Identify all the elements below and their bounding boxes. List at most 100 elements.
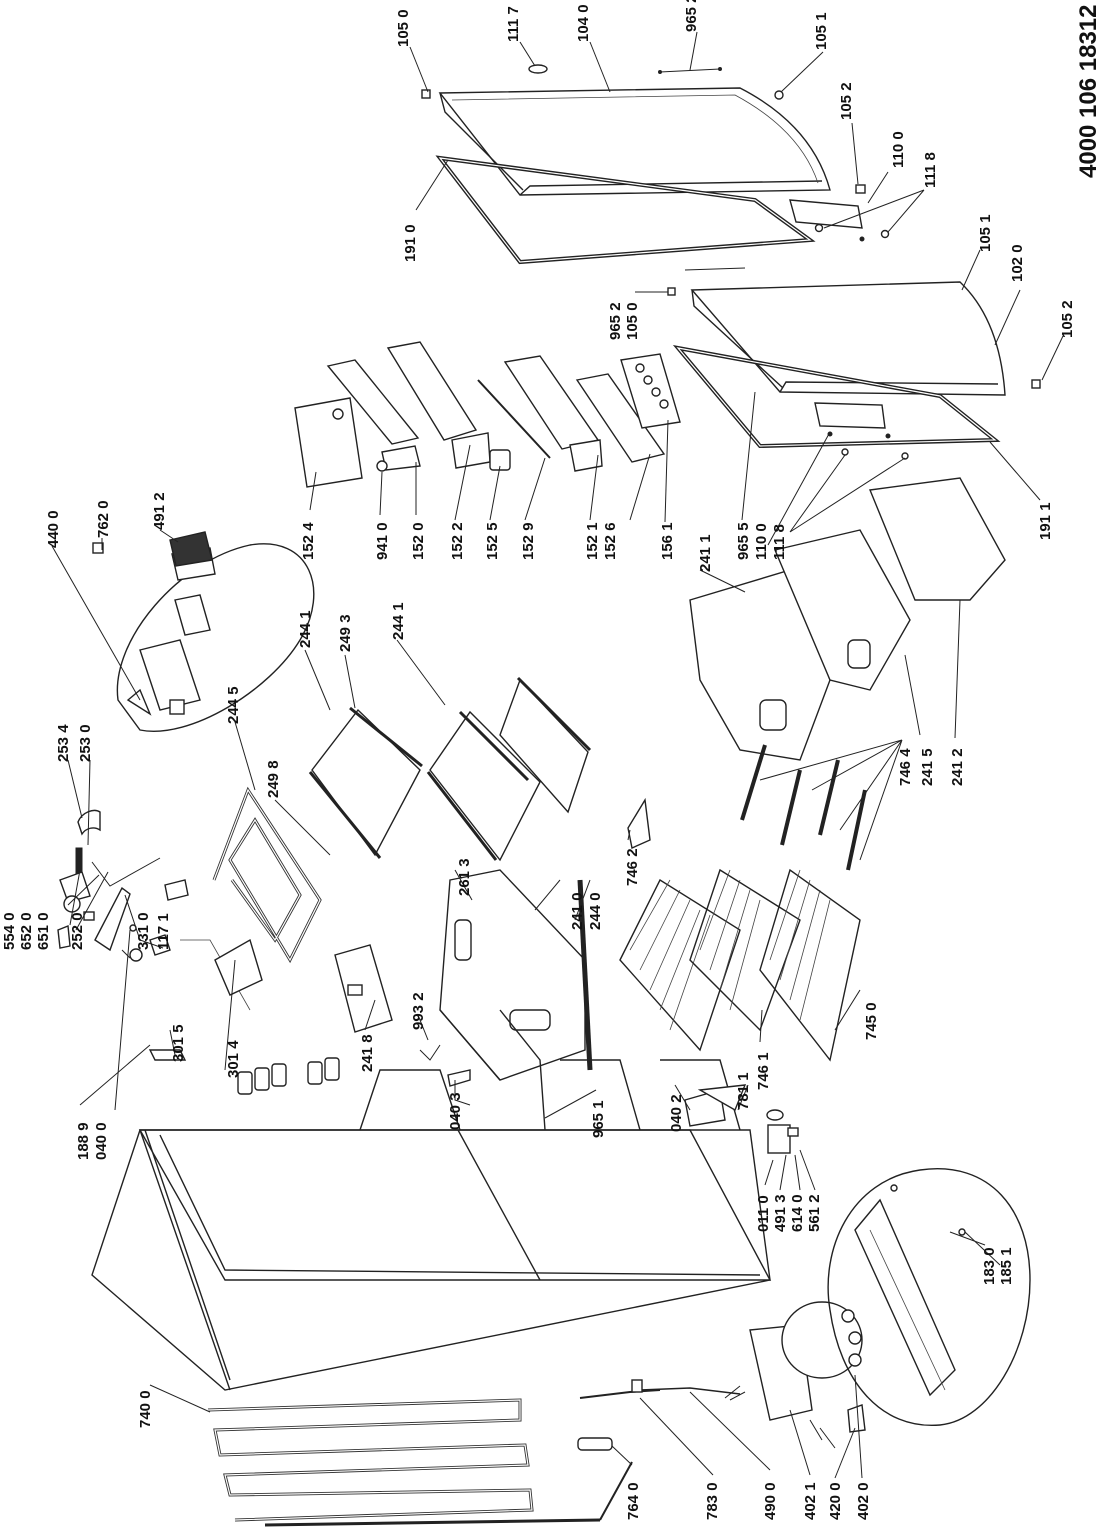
rear-cover-group	[827, 1168, 1031, 1426]
part-label: 241 2	[949, 748, 966, 786]
part-label: 249 8	[265, 760, 282, 798]
part-label: 554 0	[1, 912, 18, 950]
part-label: 783 0	[704, 1482, 721, 1520]
part-label: 110 0	[890, 131, 907, 168]
part-label: 152 1	[584, 522, 601, 560]
upper-door-part	[438, 87, 831, 196]
part-label: 420 0	[827, 1482, 844, 1520]
part-label: 110 0	[753, 523, 770, 560]
part-label: 762 0	[95, 500, 112, 538]
small-fasteners-top	[421, 64, 1041, 389]
part-label: 191 1	[1037, 502, 1054, 540]
part-label: 614 0	[789, 1194, 806, 1232]
part-label: 746 1	[755, 1052, 772, 1090]
lower-handle-part	[814, 402, 909, 460]
part-label: 249 3	[337, 614, 354, 652]
filter-drier-part	[577, 1437, 613, 1451]
door-gasket-lower-part	[672, 345, 1001, 449]
part-label: 185 1	[998, 1247, 1015, 1285]
power-cord-part	[579, 1379, 746, 1401]
drawer-cover-part	[334, 944, 393, 1033]
part-label: 241 1	[697, 534, 714, 572]
part-label: 965 2	[683, 0, 700, 32]
part-label: 402 1	[802, 1482, 819, 1520]
part-label: 244 5	[225, 686, 242, 724]
part-label: 781 1	[735, 1072, 752, 1110]
leader-lines	[51, 31, 1064, 1479]
part-label: 117 1	[155, 913, 172, 950]
part-label: 152 2	[449, 522, 466, 560]
part-label: 040 3	[447, 1092, 464, 1130]
part-label: 152 0	[410, 522, 427, 560]
part-label: 040 2	[668, 1094, 685, 1132]
part-label: 490 0	[762, 1482, 779, 1520]
door-gasket-upper-part	[435, 155, 816, 265]
part-label: 191 0	[402, 224, 419, 262]
door-balconies	[294, 341, 681, 488]
part-label: 745 0	[863, 1002, 880, 1040]
part-label: 105 1	[813, 12, 830, 50]
part-label: 105 0	[624, 302, 641, 340]
part-label: 111 8	[922, 152, 939, 188]
thermostat-lamp-cluster	[57, 871, 143, 962]
part-label: 402 0	[855, 1482, 872, 1520]
part-label: 965 2	[607, 302, 624, 340]
part-label: 301 4	[225, 1040, 242, 1078]
cabinet-body	[91, 879, 799, 1391]
part-label: 261 3	[456, 858, 473, 896]
part-label: 111 7	[505, 6, 522, 42]
part-label: 244 1	[390, 602, 407, 640]
part-label: 152 4	[300, 522, 317, 560]
part-label: 252 0	[69, 912, 86, 950]
compressor-group	[749, 1301, 866, 1449]
part-label: 253 4	[55, 724, 72, 762]
part-label: 746 2	[624, 848, 641, 886]
part-label: 183 0	[981, 1247, 998, 1285]
cabinet-interior-details	[180, 938, 741, 1131]
part-label: 011 0	[755, 1195, 772, 1232]
part-label: 241 0	[569, 892, 586, 930]
condenser-part	[207, 1398, 633, 1527]
part-label: 244 1	[297, 610, 314, 648]
part-label: 652 0	[18, 912, 35, 950]
part-label: 764 0	[625, 1482, 642, 1520]
part-label: 156 1	[659, 522, 676, 560]
part-label: 440 0	[45, 510, 62, 548]
part-label: 188 9	[75, 1122, 92, 1160]
part-label: 040 0	[93, 1122, 110, 1160]
part-label: 491 3	[772, 1194, 789, 1232]
part-label: 105 1	[977, 214, 994, 252]
part-label: 152 5	[484, 522, 501, 560]
glass-shelves	[308, 676, 592, 862]
part-label: 241 8	[359, 1034, 376, 1072]
part-label: 152 9	[520, 522, 537, 560]
part-label: 301 5	[170, 1024, 187, 1062]
wire-baskets	[619, 797, 861, 1062]
part-label: 253 0	[77, 724, 94, 762]
part-label: 102 0	[1009, 244, 1026, 282]
upper-hinge-part	[789, 199, 865, 242]
part-label: 152 6	[602, 522, 619, 560]
part-label: 105 2	[1059, 300, 1076, 338]
part-label: 244 0	[587, 892, 604, 930]
part-label: 111 8	[771, 524, 788, 560]
fridge-drawers	[689, 477, 1006, 761]
part-label: 965 1	[590, 1100, 607, 1138]
part-label: 105 2	[838, 82, 855, 120]
part-label: 746 4	[897, 748, 914, 786]
part-label: 965 5	[735, 522, 752, 560]
evaporator-rack-part	[212, 786, 322, 964]
document-number: 4000 106 18312	[1075, 4, 1100, 178]
freezer-drawer-center	[439, 869, 586, 1081]
control-box-group	[92, 531, 315, 732]
part-label: 104 0	[575, 4, 592, 42]
part-label: 651 0	[35, 912, 52, 950]
part-label: 740 0	[137, 1390, 154, 1428]
drawer-rails	[419, 879, 593, 1071]
part-label: 491 2	[151, 492, 168, 530]
part-label: 331 0	[135, 912, 152, 950]
part-label: 561 2	[806, 1194, 823, 1232]
part-label: 241 5	[919, 748, 936, 786]
